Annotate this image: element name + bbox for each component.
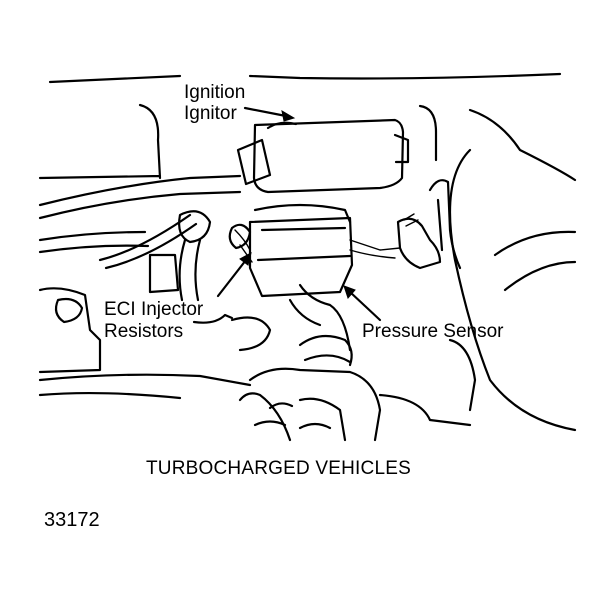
leader-ignitor	[243, 106, 288, 118]
hose-upper-left	[38, 174, 242, 220]
label-resistors: Resistors	[104, 321, 184, 342]
pressure-sensor	[396, 217, 442, 270]
resistor-top-detail	[253, 203, 352, 262]
leader-eci	[216, 258, 248, 298]
center-tube	[288, 283, 352, 352]
figure-number: 33172	[44, 509, 100, 531]
right-wheelwell	[448, 148, 577, 432]
resistor-block	[248, 216, 354, 298]
intake-body	[238, 367, 382, 442]
ignitor-mount	[393, 133, 410, 164]
intake-hose	[298, 334, 353, 367]
right-panel	[418, 104, 577, 182]
ignitor-connector	[236, 121, 298, 186]
sensor-hose	[428, 179, 462, 270]
lower-hose-loop	[230, 316, 272, 352]
sensor-bolt	[403, 213, 419, 227]
left-fender	[38, 103, 162, 180]
arrow-ignitor	[281, 110, 296, 122]
label-ignition: Ignition	[184, 82, 246, 103]
left-hose-down	[178, 238, 202, 302]
resistor-wires	[234, 229, 401, 263]
arrow-eci	[239, 252, 252, 266]
label-eci-injector: ECI Injector	[104, 299, 204, 320]
figure-caption: TURBOCHARGED VEHICLES	[146, 458, 411, 479]
lower-left-cap	[54, 297, 84, 324]
label-ignitor: Ignitor	[184, 103, 237, 124]
left-bracket	[148, 253, 180, 294]
arrow-pressure	[343, 285, 356, 299]
sensor-plug-left	[178, 210, 212, 244]
leader-pressure	[348, 290, 382, 322]
hood-outline	[48, 72, 562, 84]
label-pressure-sensor: Pressure Sensor	[362, 321, 504, 342]
right-structure	[378, 338, 477, 427]
leader-resistors	[192, 313, 234, 324]
lower-floor-line	[38, 373, 252, 400]
resistor-left-plug	[228, 223, 252, 250]
intake-ribs	[253, 402, 332, 430]
ignitor-box	[252, 118, 405, 194]
lower-left-part	[38, 287, 102, 374]
